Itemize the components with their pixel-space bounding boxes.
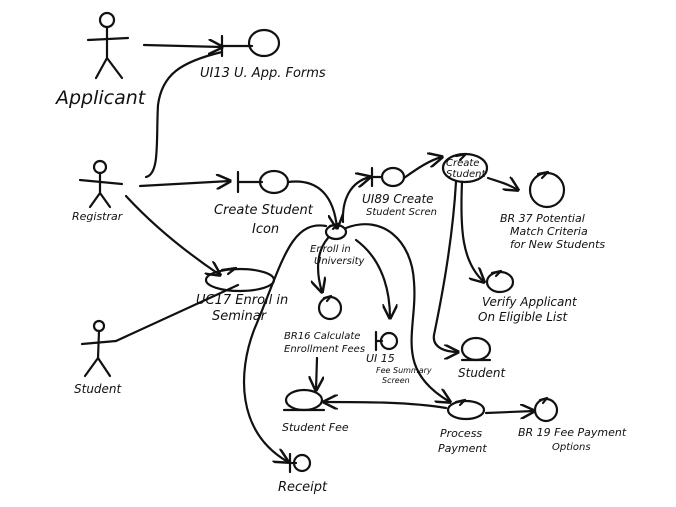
registrar-to-uc17-arrow bbox=[124, 194, 220, 275]
student-entity: Student bbox=[458, 336, 507, 380]
enroll-to-receipt-arrow bbox=[242, 224, 328, 462]
create-student-to-verify-arrow bbox=[460, 180, 484, 282]
br37-label-2: Match Criteria bbox=[510, 225, 588, 238]
create-student-label-2: Student bbox=[446, 169, 486, 180]
process-to-br19-arrow bbox=[484, 411, 534, 413]
br37-label-3: for New Students bbox=[510, 238, 605, 251]
enroll-label-1: Enroll in bbox=[310, 244, 351, 255]
process-payment-control: Process Payment bbox=[438, 398, 487, 455]
create-student-icon-boundary: Create Student Icon bbox=[214, 169, 314, 237]
ui89-boundary: UI89 Create Student Scren bbox=[362, 166, 437, 218]
br19-label-1: BR 19 Fee Payment bbox=[518, 426, 627, 439]
br19-label-2: Options bbox=[552, 442, 591, 453]
uc17-control: UC17 Enroll in Seminar bbox=[196, 266, 288, 324]
verify-label-1: Verify Applicant bbox=[482, 295, 578, 309]
enroll-to-br16-arrow bbox=[318, 236, 330, 292]
applicant-label: Applicant bbox=[54, 87, 147, 109]
br37-control: BR 37 Potential Match Criteria for New S… bbox=[500, 170, 605, 251]
uc17-label-1: UC17 Enroll in bbox=[196, 293, 288, 308]
ui15-boundary: UI 15 Fee Summary Screen bbox=[366, 330, 432, 385]
connectors bbox=[114, 45, 534, 462]
ui15-label-3: Screen bbox=[382, 376, 410, 385]
enroll-university-control: Enroll in University bbox=[310, 222, 366, 267]
ui13-label: UI13 U. App. Forms bbox=[200, 66, 326, 81]
ui13-boundary: UI13 U. App. Forms bbox=[200, 28, 326, 81]
ui89-label-2: Student Scren bbox=[366, 207, 437, 218]
receipt-label: Receipt bbox=[278, 480, 328, 495]
ui89-to-create-student-arrow bbox=[402, 157, 442, 180]
br37-label-1: BR 37 Potential bbox=[500, 212, 585, 225]
receipt-boundary: Receipt bbox=[278, 452, 328, 495]
create-student-label-1: Create bbox=[446, 158, 479, 169]
student-actor: Student bbox=[74, 319, 123, 396]
applicant-actor: Applicant bbox=[54, 11, 147, 109]
br19-control: BR 19 Fee Payment Options bbox=[518, 396, 627, 453]
applicant-to-ui13-arrow bbox=[142, 45, 222, 47]
registrar-to-create-icon-arrow bbox=[138, 181, 230, 186]
br16-label-1: BR16 Calculate bbox=[284, 331, 360, 342]
student-actor-label: Student bbox=[74, 382, 123, 396]
registrar-actor: Registrar bbox=[72, 159, 124, 223]
create-icon-to-enroll-arrow bbox=[286, 180, 337, 228]
create-student-icon-label-2: Icon bbox=[252, 222, 279, 237]
process-label-1: Process bbox=[440, 427, 482, 440]
create-student-control: Create Student bbox=[441, 152, 489, 184]
registrar-label: Registrar bbox=[72, 210, 124, 223]
br16-label-2: Enrollment Fees bbox=[284, 344, 365, 355]
enroll-to-ui15-arrow bbox=[354, 238, 390, 318]
ui15-label-1: UI 15 bbox=[366, 352, 395, 365]
br16-control: BR16 Calculate Enrollment Fees bbox=[284, 294, 365, 355]
ui89-label-1: UI89 Create bbox=[362, 192, 434, 206]
create-student-icon-label-1: Create Student bbox=[214, 203, 314, 218]
ui15-label-2: Fee Summary bbox=[376, 366, 432, 375]
enroll-to-process-payment-arrow bbox=[344, 223, 450, 402]
create-student-to-student-entity-arrow bbox=[432, 180, 458, 352]
verify-applicant-control: Verify Applicant On Eligible List bbox=[478, 269, 578, 324]
registrar-to-ui13-line bbox=[144, 50, 224, 179]
verify-label-2: On Eligible List bbox=[478, 310, 568, 324]
enroll-label-2: University bbox=[314, 256, 366, 267]
student-entity-label: Student bbox=[458, 366, 507, 380]
create-student-to-br37-arrow bbox=[486, 178, 518, 190]
student-fee-entity: Student Fee bbox=[282, 388, 349, 434]
process-label-2: Payment bbox=[438, 442, 487, 455]
student-fee-label: Student Fee bbox=[282, 421, 349, 434]
br16-to-student-fee-arrow bbox=[316, 356, 317, 390]
student-to-uc17-line bbox=[114, 283, 240, 343]
enroll-to-ui89-arrow bbox=[341, 177, 370, 224]
process-to-student-fee-arrow bbox=[324, 402, 448, 408]
uc17-label-2: Seminar bbox=[212, 309, 268, 324]
